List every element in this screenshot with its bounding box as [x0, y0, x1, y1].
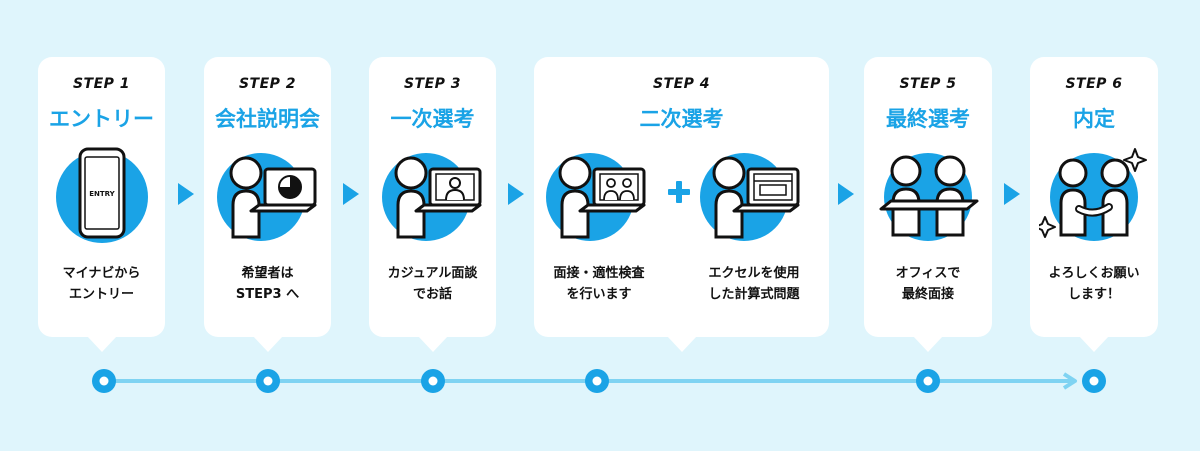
step-label: STEP 6: [1065, 76, 1123, 92]
step-description: よろしくお願い します！: [1048, 266, 1140, 302]
step-title: エントリー: [49, 107, 154, 131]
arrow-right-icon: [178, 183, 194, 205]
step-label: STEP 1: [72, 76, 131, 92]
icon-entry-text: ENTRY: [89, 190, 115, 198]
step-label: STEP 2: [238, 76, 297, 92]
step-card-6: STEP 6 内定 よろしくお願い します！: [1030, 57, 1158, 352]
step-card-1: STEP 1 エントリー ENTRY マイナビから エントリー: [38, 57, 165, 352]
arrow-right-icon: [343, 183, 359, 205]
timeline-node-4-icon: [585, 369, 609, 393]
plus-icon: [668, 181, 690, 203]
step-description: カジュアル面談 でお話: [387, 266, 478, 302]
timeline-node-1-icon: [92, 369, 116, 393]
step-label: STEP 5: [899, 76, 957, 92]
step-description: 面接・適性検査 を行います: [553, 266, 645, 302]
step-description: オフィスで 最終面接: [895, 266, 961, 302]
person-laptop-group-video-icon: [546, 153, 646, 241]
timeline-node-3-icon: [421, 369, 445, 393]
step-description: エクセルを使用 した計算式問題: [708, 266, 800, 302]
step-title: 内定: [1073, 107, 1115, 131]
two-people-desk-icon: [879, 153, 979, 241]
step-description: マイナビから エントリー: [62, 266, 141, 302]
step-card-3: STEP 3 一次選考 カジュアル面談 でお話: [369, 57, 496, 352]
step-label: STEP 4: [652, 76, 711, 92]
step-label: STEP 3: [403, 76, 462, 92]
step-card-2: STEP 2 会社説明会 希望者は STEP3 へ: [204, 57, 331, 352]
timeline-arrowhead-icon: [1062, 372, 1077, 390]
step-title: 最終選考: [886, 107, 970, 131]
timeline-node-5-icon: [916, 369, 940, 393]
step-title: 会社説明会: [215, 107, 320, 131]
arrow-right-icon: [838, 183, 854, 205]
person-laptop-video-icon: [382, 153, 482, 241]
step-card-4: STEP 4 二次選考 面接・適性検査 を行います エクセルを使用 した計算式問…: [534, 57, 829, 352]
step-title: 二次選考: [639, 107, 724, 131]
step-card-5: STEP 5 最終選考 オフィスで 最終面接: [864, 57, 992, 352]
step-title: 一次選考: [390, 107, 475, 131]
smartphone-entry-icon: ENTRY: [56, 147, 148, 243]
step-description: 希望者は STEP3 へ: [235, 266, 300, 302]
person-laptop-spreadsheet-icon: [700, 153, 800, 241]
arrow-right-icon: [1004, 183, 1020, 205]
arrow-right-icon: [508, 183, 524, 205]
handshake-sparkle-icon: [1039, 148, 1147, 241]
person-laptop-chart-icon: [217, 153, 317, 241]
timeline-node-2-icon: [256, 369, 280, 393]
timeline: [92, 369, 1106, 393]
timeline-node-6-icon: [1082, 369, 1106, 393]
